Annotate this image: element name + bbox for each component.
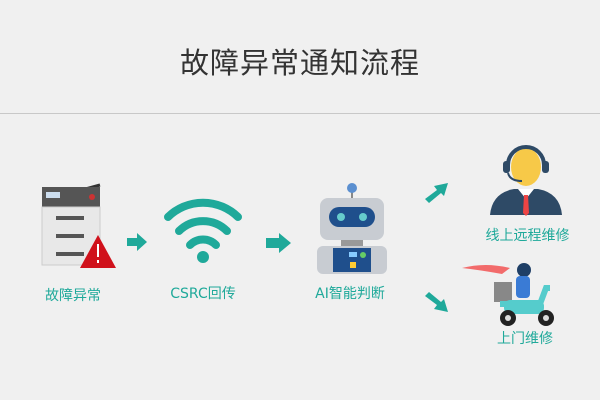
robot-icon [317,183,387,274]
step-label-csrc: CSRC回传 [170,286,236,302]
arrow-up-right-icon [425,183,448,203]
support-agent-icon [490,145,562,216]
wifi-icon [164,198,242,263]
arrow-right-icon [266,233,291,253]
delivery-scooter-icon [462,263,554,326]
printer-warning-icon [41,183,116,268]
arrow-right-icon [127,233,147,251]
step-label-fault: 故障异常 [45,288,101,304]
outcome-label-remote: 线上远程维修 [485,228,570,244]
outcome-label-onsite: 上门维修 [497,331,553,347]
arrow-down-right-icon [425,292,448,312]
page-title: 故障异常通知流程 [179,46,420,80]
divider [0,113,600,114]
step-label-ai: AI智能判断 [315,286,385,302]
